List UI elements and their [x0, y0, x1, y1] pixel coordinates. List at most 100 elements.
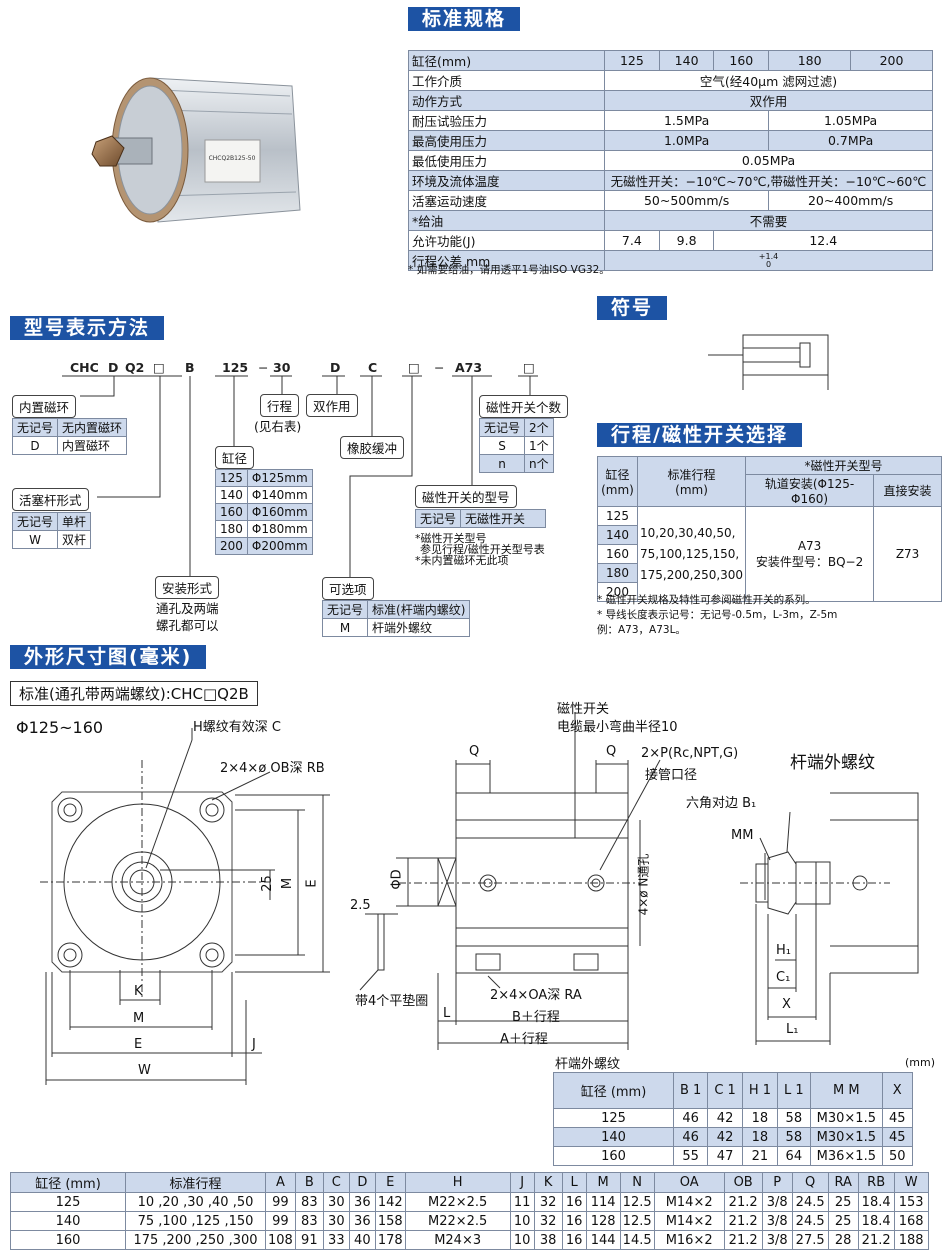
dim-cell: 38	[533, 1230, 563, 1250]
stk-rail-model: A73	[797, 538, 822, 553]
spec-cell: 180	[768, 50, 852, 71]
spec-cell: 耐压试验压力	[408, 110, 605, 131]
spec-cell: 最低使用压力	[408, 150, 605, 171]
lbl-k: K	[134, 984, 143, 999]
stk-head-rail: 轨道安装(Φ125-Φ160)	[745, 474, 875, 507]
lbl-mm: MM	[731, 828, 754, 843]
lbl-sw1: 磁性开关	[557, 702, 610, 717]
dim-head-cell: Q	[791, 1172, 829, 1193]
dim-head-cell: OA	[653, 1172, 725, 1193]
dim-head-cell: W	[893, 1172, 929, 1193]
spec-cell: 140	[658, 50, 715, 71]
mini-cell: 1个	[524, 436, 554, 455]
spec-cell: 9.8	[658, 230, 715, 251]
spec-cell: 允许功能(J)	[408, 230, 605, 251]
dim-cell: 125	[10, 1192, 126, 1212]
rod-cell: 160	[553, 1146, 674, 1166]
stk-bore: 140	[597, 525, 638, 545]
dim-cell: 18.4	[857, 1192, 895, 1212]
dim-cell: 30	[322, 1192, 350, 1212]
dim-cell: M22×2.5	[404, 1211, 511, 1231]
stk-bore: 200	[597, 582, 638, 602]
dim-cell: 158	[374, 1211, 406, 1231]
double-box: 双作用	[306, 394, 358, 417]
lbl-l1: L₁	[786, 1022, 799, 1037]
stk-note1: * 磁性开关规格及特性可参阅磁性开关的系列。	[597, 594, 816, 606]
lbl-ob: 2×4×ø OB深 RB	[220, 761, 325, 776]
spec-cell: 1.05MPa	[768, 110, 933, 131]
dim-cell: 36	[348, 1192, 376, 1212]
lbl-w: W	[138, 1063, 151, 1078]
spec-cell: 200	[850, 50, 933, 71]
spec-cell: 7.4	[604, 230, 660, 251]
rod-head: L 1	[777, 1072, 811, 1109]
dim-cell: M14×2	[653, 1192, 725, 1212]
dim-cell: 3/8	[761, 1211, 793, 1231]
stk-head-stroke: 标准行程(mm)	[636, 456, 747, 507]
dim-cell: 153	[893, 1192, 929, 1212]
rod-head: X	[881, 1072, 913, 1109]
swtype-title: 磁性开关的型号	[415, 485, 517, 508]
rod-cell: 45	[881, 1108, 913, 1128]
rod-cell: 58	[777, 1127, 811, 1147]
swtype-n2: 参见行程/磁性开关型号表	[420, 543, 545, 556]
dim-head-cell: K	[533, 1172, 563, 1193]
mini-cell: S	[478, 436, 526, 455]
rod-cell: M36×1.5	[809, 1146, 883, 1166]
lbl-c1: C₁	[776, 970, 791, 985]
rod-cell: 42	[707, 1108, 743, 1128]
spec-cell: 环境及流体温度	[408, 170, 605, 191]
stk-bore: 160	[597, 544, 638, 564]
magnet-title: 内置磁环	[12, 395, 77, 418]
dim-cell: 128	[585, 1211, 621, 1231]
mini-cell: 180	[215, 520, 248, 538]
spec-cell: *给油	[408, 210, 605, 231]
stk-stroke-line: 75,100,125,150,	[640, 546, 740, 561]
dim-cell: 27.5	[791, 1230, 829, 1250]
rod-cell: 58	[777, 1108, 811, 1128]
lbl-25b: 2.5	[350, 898, 371, 913]
dim-cell: 160	[10, 1230, 126, 1250]
lbl-nhole: 4×ø N通孔	[636, 853, 651, 916]
dim-cell: 18.4	[857, 1211, 895, 1231]
mini-cell: n	[478, 454, 526, 473]
dim-cell: 14.5	[619, 1230, 655, 1250]
mini-cell: 200	[215, 537, 248, 555]
lbl-q2: Q	[606, 744, 617, 759]
dim-head-cell: RB	[857, 1172, 895, 1193]
rod-head: 缸径 (mm)	[553, 1072, 674, 1109]
mini-cell: 无记号	[11, 418, 59, 437]
code-d2: D	[330, 360, 341, 375]
stk-head-bore: 缸径(mm)	[597, 456, 638, 507]
code-dash2: −	[434, 360, 445, 375]
dim-cell: 16	[561, 1211, 587, 1231]
lbl-j: J	[252, 1037, 256, 1052]
dim-head-cell: B	[294, 1172, 324, 1193]
rod-cell: 125	[553, 1108, 674, 1128]
mini-cell: 杆端外螺纹	[367, 618, 471, 637]
rod-cell: M30×1.5	[809, 1108, 883, 1128]
lbl-q1: Q	[469, 744, 480, 759]
spec-cell: 1.5MPa	[603, 110, 770, 131]
spec-cell: 动作方式	[408, 90, 605, 111]
mini-cell: M	[321, 618, 369, 637]
tolerance-lower: 0	[765, 259, 772, 269]
mount-l1: 通孔及两端	[156, 601, 219, 616]
tolerance-upper: +1.4	[758, 251, 779, 261]
spec-note: * 如需要给油，请用透平1号油ISO VG32。	[408, 264, 610, 276]
dim-cell: 188	[893, 1230, 929, 1250]
dim-cell: 30	[322, 1211, 350, 1231]
model-header: 型号表示方法	[10, 316, 165, 340]
dim-cell: 91	[294, 1230, 324, 1250]
rod-cell: 64	[777, 1146, 811, 1166]
mini-cell: 2个	[524, 418, 554, 437]
dim-cell: M16×2	[653, 1230, 725, 1250]
rod-head: C 1	[707, 1072, 743, 1109]
dim-cell: 36	[348, 1211, 376, 1231]
stk-note3: 例：A73，A73L。	[597, 624, 686, 636]
